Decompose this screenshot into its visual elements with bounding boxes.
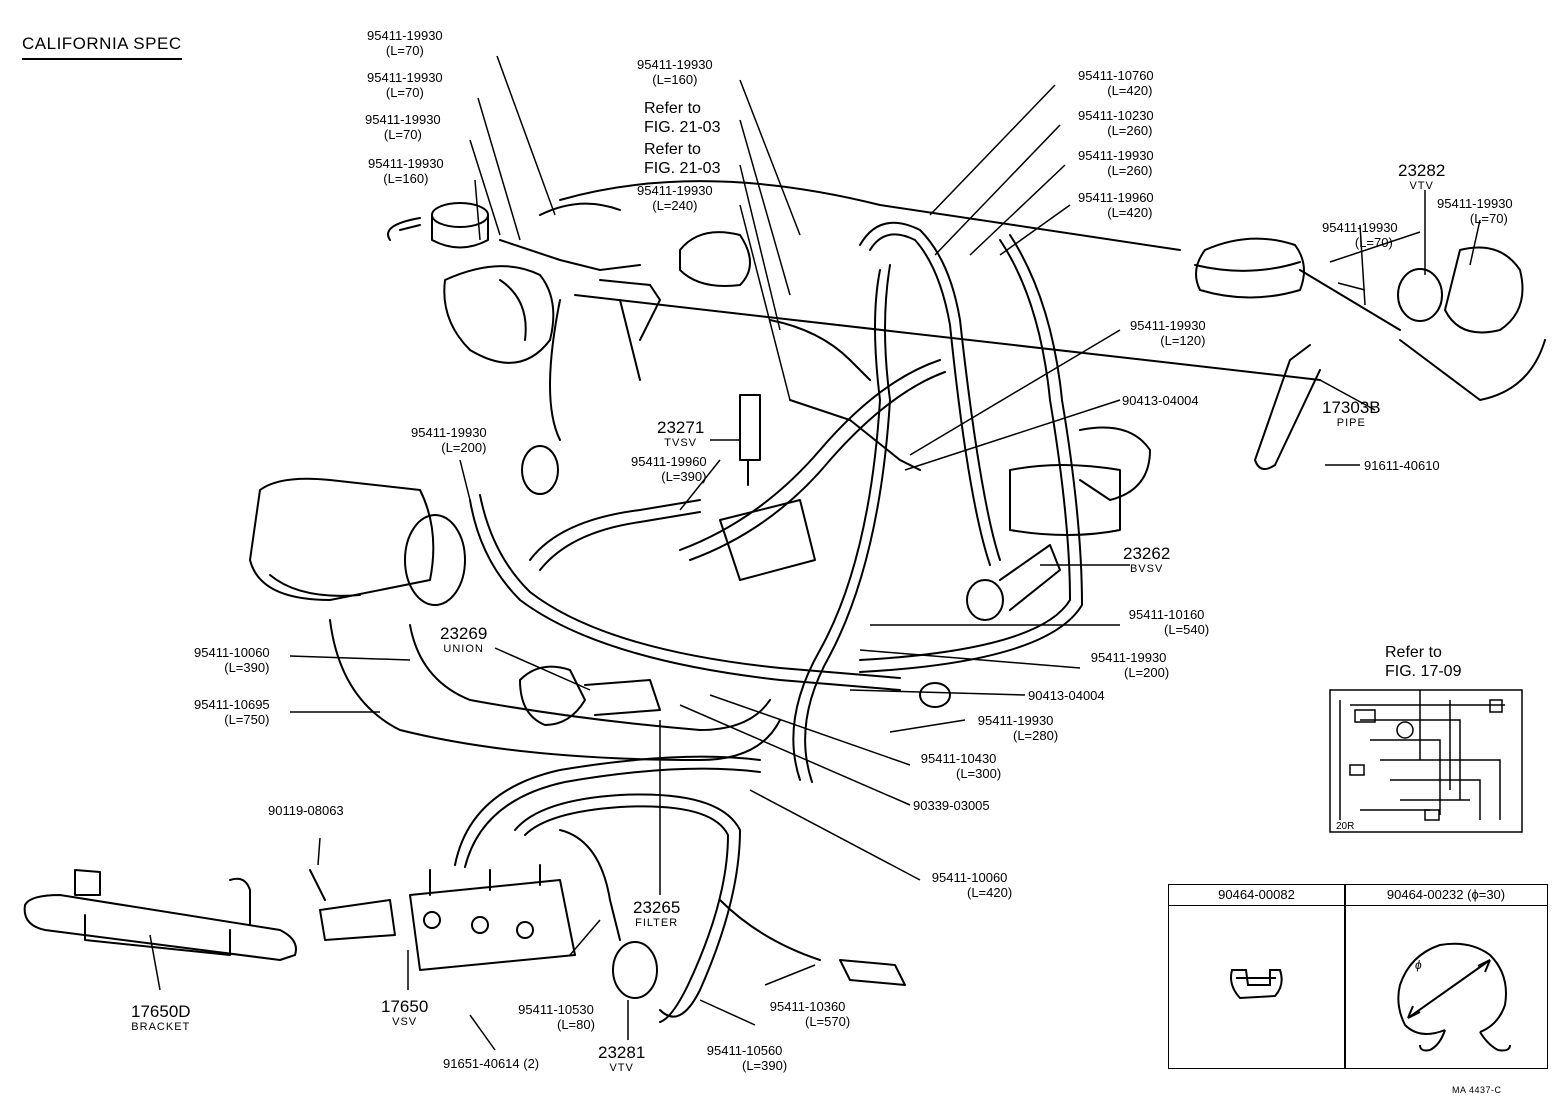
hose-label: 95411-10060(L=390) [194,645,270,675]
hose-label: 95411-10760(L=420) [1078,68,1154,98]
hose-label: 95411-19930(L=70) [1437,196,1513,226]
hose-label: 95411-19930(L=200) [411,425,487,455]
hose-label: 95411-19930(L=120) [1130,318,1206,348]
part-number-label: 91651-40614 (2) [443,1056,540,1071]
table-header-col1: 90464-00082 [1169,885,1345,906]
diameter-symbol: ϕ [1415,958,1422,972]
hose-label: 95411-10530(L=80) [518,1002,595,1032]
figure-code: MA 4437-C [1452,1085,1502,1095]
hose-label: 95411-19960(L=420) [1078,190,1154,220]
part-number-label: 90413-04004 [1028,688,1105,703]
spec-title: CALIFORNIA SPEC [22,34,182,60]
part-number-label: 90413-04004 [1122,393,1199,408]
hose-label: 95411-10230(L=260) [1078,108,1154,138]
hose-label: 95411-10160(L=540) [1128,607,1210,637]
table-header-col2: 90464-00232 (ϕ=30) [1345,885,1547,906]
hose-label: 95411-19930(L=70) [365,112,441,142]
hose-label: 95411-10560(L=390) [706,1043,788,1073]
part-number-label: 90119-08063 [268,803,344,818]
inset-tag: 20R [1336,821,1355,832]
hose-label: 95411-19930(L=200) [1090,650,1170,680]
hose-label: 95411-19930(L=280) [977,713,1059,743]
part-number-label: 91611-40610 [1364,458,1440,473]
hose-label: 95411-19930(L=240) [637,183,713,213]
hose-label: 95411-19960(L=390) [631,454,707,484]
hose-label: 95411-10430(L=300) [920,751,1002,781]
hose-label: 95411-19930(L=70) [367,70,443,100]
hose-label: 95411-10695(L=750) [194,697,270,727]
hose-label: 95411-10060(L=420) [931,870,1013,900]
hose-label: 95411-19930(L=70) [367,28,443,58]
part-number-label: 90339-03005 [913,798,990,813]
hose-label: 95411-10360(L=570) [769,999,851,1029]
hose-label: 95411-19930(L=260) [1078,148,1154,178]
table-divider [1344,885,1346,1068]
hose-label: 95411-19930(L=160) [368,156,444,186]
clamp-table: 90464-00082 90464-00232 (ϕ=30) [1168,884,1548,1069]
hose-label: 95411-19930(L=70) [1322,220,1398,250]
hose-label: 95411-19930(L=160) [637,57,713,87]
